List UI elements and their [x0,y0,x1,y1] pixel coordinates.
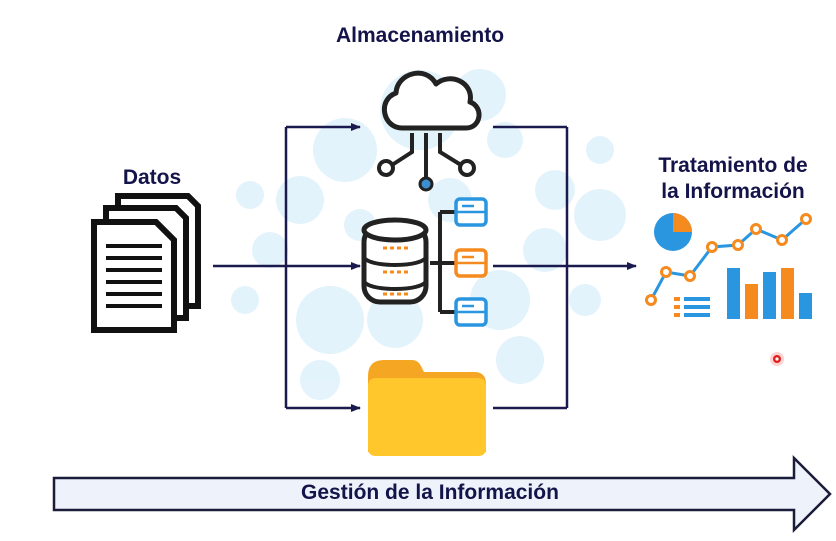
server-icon [430,197,488,327]
bar-chart-icon [727,268,812,319]
line-chart-icon [645,213,812,306]
documents-icon [91,193,201,333]
list-icon [674,297,710,317]
connectors [213,123,637,412]
gestion-banner-arrow [52,454,832,534]
pie-chart-icon [654,213,692,251]
information-treatment-label-line1: Tratamiento de [658,154,808,177]
red-dot-marker [770,352,784,366]
information-treatment-label-line2: la Información [661,180,805,203]
information-management-label: Gestión de la Información [301,481,559,504]
storage-label: Almacenamiento [335,24,505,47]
information-treatment-label: Tratamiento de la Información [640,153,826,205]
database-icon [361,217,429,305]
folder-icon [368,360,486,456]
cloud-network-icon [377,70,482,192]
data-label: Datos [122,166,182,189]
background-blobs [231,69,626,400]
